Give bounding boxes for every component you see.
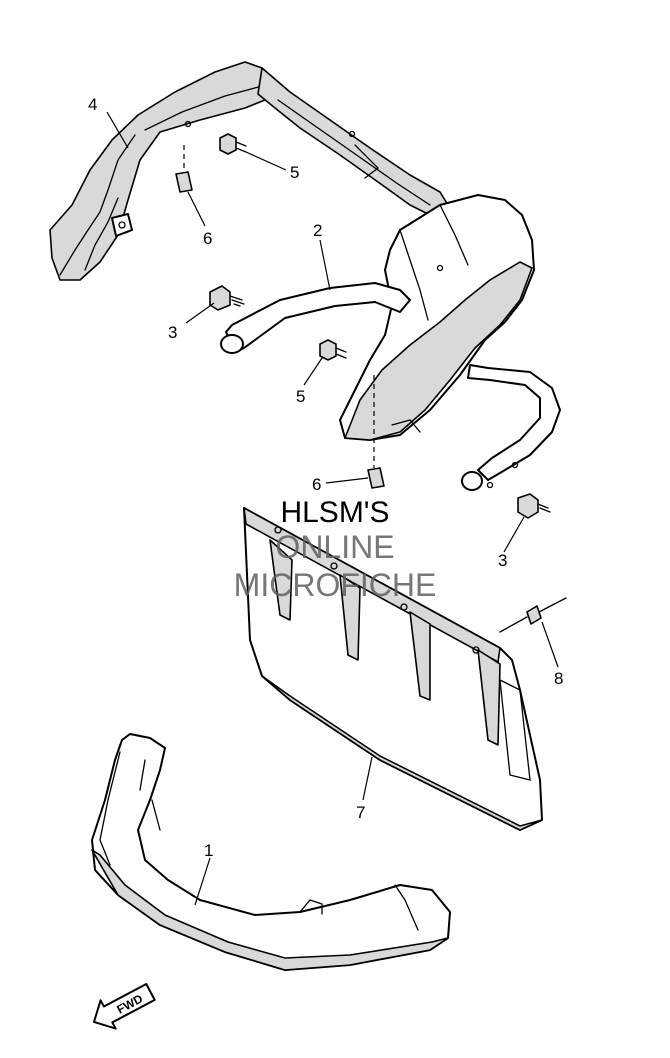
callout-4: 4 (88, 95, 97, 114)
watermark-line-2: ONLINE (275, 529, 394, 565)
callout-labels: 4 5 6 2 3 5 6 3 8 7 1 (88, 95, 563, 860)
part-3-bolt-right (517, 493, 551, 519)
part-5-bolt-middle (319, 339, 347, 361)
part-6-clip-middle (367, 375, 385, 489)
part-4-upper-cowl (49, 61, 535, 441)
callout-1: 1 (204, 841, 213, 860)
callout-2: 2 (313, 221, 322, 240)
part-8-rivet (499, 597, 567, 633)
part-3-bolt-left (209, 285, 245, 311)
watermark: HLSM'S ONLINE MICROFICHE (234, 496, 437, 603)
leader-lines (106, 111, 559, 906)
part-7-mud-flap (243, 507, 543, 831)
part-5-bolt-top (219, 133, 247, 155)
callout-6-top: 6 (203, 229, 212, 248)
callout-5-top: 5 (290, 163, 299, 182)
callout-8: 8 (554, 669, 563, 688)
part-6-clip-top (175, 145, 193, 193)
part-1-front-bumper (91, 733, 451, 971)
callout-7: 7 (356, 803, 365, 822)
callout-6-middle: 6 (312, 475, 321, 494)
callout-3-right: 3 (498, 551, 507, 570)
callout-5-middle: 5 (296, 387, 305, 406)
part-2-grab-bar (220, 282, 561, 491)
watermark-line-1: HLSM'S (280, 496, 389, 529)
fwd-arrow-icon: FWD (92, 982, 156, 1030)
callout-3-left: 3 (168, 323, 177, 342)
watermark-line-3: MICROFICHE (234, 567, 437, 603)
